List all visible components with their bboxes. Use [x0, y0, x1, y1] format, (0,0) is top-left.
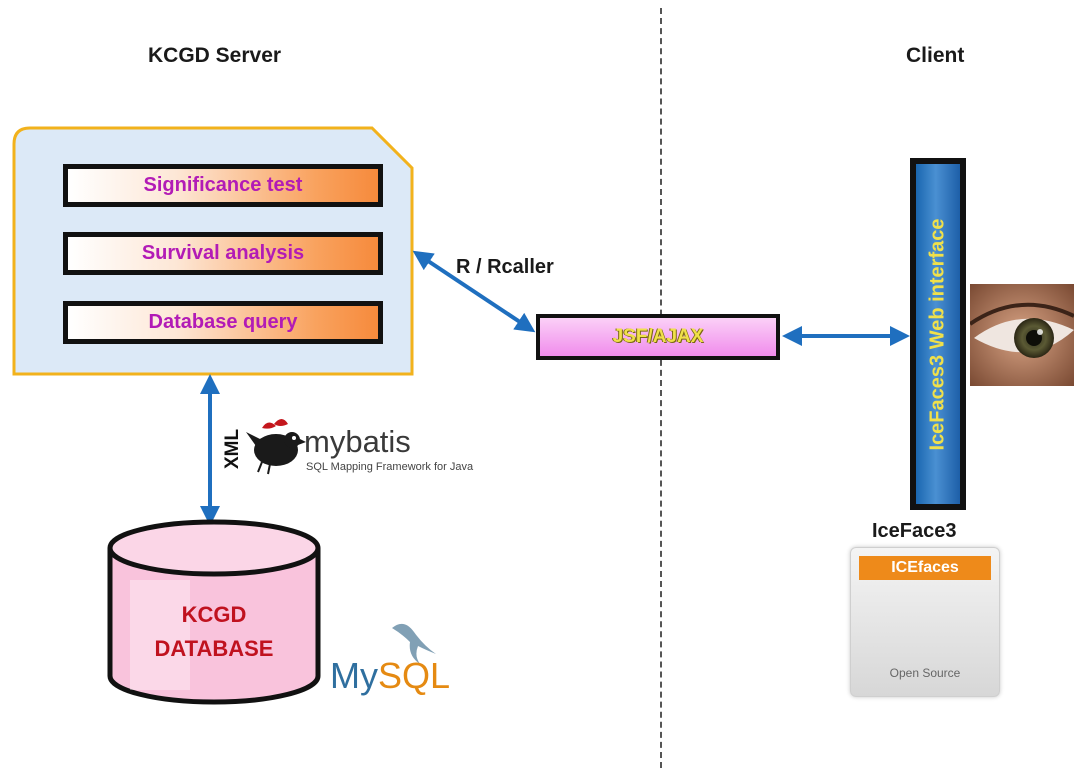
server-client-divider — [660, 8, 662, 768]
client-heading: Client — [906, 44, 965, 67]
database-label-line1: KCGD — [181, 602, 247, 627]
database-label-line2: DATABASE — [154, 636, 274, 661]
eye-image — [970, 284, 1074, 386]
icefaces-logo: ICEfaces Open Source — [850, 547, 1000, 697]
mysql-logo-text: MySQL — [330, 655, 450, 697]
r-link-arrow — [412, 250, 536, 333]
xml-link-label-wrap: XML — [220, 422, 246, 476]
icefaces-logo-title: ICEfaces — [859, 556, 991, 580]
database-cylinder — [107, 519, 321, 705]
icefaces-logo-subtitle: Open Source — [889, 666, 961, 680]
bird-icon — [246, 419, 306, 475]
mybatis-tagline: SQL Mapping Framework for Java — [306, 461, 474, 473]
web-interface-label: IceFaces3 Web interface — [926, 218, 949, 450]
server-heading: KCGD Server — [148, 44, 282, 67]
mysql-my: My — [330, 655, 378, 696]
database-label: KCGD DATABASE — [110, 598, 318, 666]
jsf-ajax-box: JSF/AJAX — [536, 314, 780, 360]
icefaces-web-interface-bar: IceFaces3 Web interface — [910, 158, 966, 510]
module-survival-analysis: Survival analysis — [63, 232, 383, 275]
mybatis-name: mybatis — [304, 424, 411, 459]
dolphin-icon — [392, 623, 436, 664]
module-significance-test: Significance test — [63, 164, 383, 207]
module-database-query: Database query — [63, 301, 383, 344]
framework-label: IceFace3 — [872, 520, 957, 542]
mysql-sql: SQL — [378, 655, 451, 696]
r-link-label: R / Rcaller — [456, 256, 554, 278]
xml-link-label: XML — [222, 428, 244, 470]
